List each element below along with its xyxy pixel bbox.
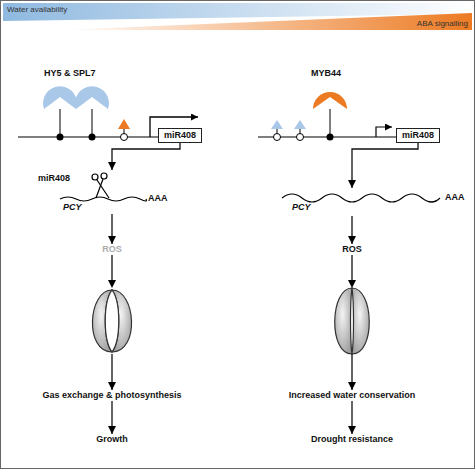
tf-triangle bbox=[271, 120, 283, 129]
mrna-strand bbox=[282, 194, 440, 202]
node-text: Drought resistance bbox=[292, 434, 412, 445]
tf-chevron bbox=[75, 86, 109, 109]
node-text: miR408 bbox=[38, 173, 70, 184]
node-text: Increased water conservation bbox=[262, 390, 442, 401]
flow-arrow bbox=[351, 255, 352, 390]
mrna-strand bbox=[60, 197, 146, 201]
outcome-box: Drought resistance bbox=[292, 434, 412, 445]
figure-label: Water availability bbox=[7, 4, 67, 15]
flow-arrow bbox=[111, 401, 112, 434]
gene-box: miR408 bbox=[396, 128, 440, 143]
tf-triangle bbox=[294, 120, 306, 129]
binding-stem bbox=[60, 109, 61, 137]
transcript: PCY AAA bbox=[278, 188, 468, 216]
ros-box: ROS bbox=[332, 244, 372, 255]
closed-stomata bbox=[335, 288, 370, 354]
flow-arrow bbox=[351, 401, 352, 434]
node-text: AAA bbox=[148, 193, 168, 204]
tf-chevron bbox=[313, 92, 347, 109]
figure-label: MYB44 bbox=[311, 68, 341, 79]
flow-arrow bbox=[112, 143, 180, 170]
binding-site bbox=[297, 134, 304, 141]
ros-box: ROS bbox=[92, 244, 132, 255]
flow-arrow bbox=[111, 255, 112, 390]
flow-arrow bbox=[351, 216, 352, 244]
promoter-line bbox=[18, 136, 158, 137]
outcome-box: Increased water conservation bbox=[262, 390, 442, 401]
figure-label: ABA signalling bbox=[417, 18, 468, 29]
arrow-head bbox=[108, 280, 116, 288]
arrow-head bbox=[348, 280, 356, 288]
binding-site bbox=[89, 134, 96, 141]
binding-stem bbox=[330, 109, 331, 137]
binding-site bbox=[121, 134, 128, 141]
node-text: PCY bbox=[292, 202, 311, 213]
binding-stem bbox=[92, 109, 93, 137]
node-text: miR408 bbox=[402, 130, 434, 141]
node-text: AAA bbox=[445, 192, 465, 203]
scissors-symbol bbox=[92, 173, 109, 198]
node-text: miR408 bbox=[164, 130, 196, 141]
open-stomata bbox=[92, 290, 131, 352]
node-text: PCY bbox=[63, 202, 82, 213]
flow-arrow bbox=[352, 143, 418, 188]
tf-chevron bbox=[43, 86, 77, 109]
tf-triangle bbox=[118, 119, 130, 129]
figure-label: HY5 & SPL7 bbox=[44, 68, 96, 79]
outcome-box: Growth bbox=[62, 434, 162, 445]
node-text: Gas exchange & photosynthesis bbox=[20, 390, 204, 401]
gene-box: miR408 bbox=[158, 128, 202, 143]
transcript: PCY AAA bbox=[55, 194, 173, 214]
node-text: Growth bbox=[62, 434, 162, 445]
binding-site bbox=[327, 134, 334, 141]
outcome-box: Gas exchange & photosynthesis bbox=[20, 390, 204, 401]
binding-site bbox=[57, 134, 64, 141]
aba-wedge bbox=[60, 13, 472, 30]
tss-arrow bbox=[376, 127, 392, 137]
flow-arrow bbox=[111, 214, 112, 244]
node-text: ROS bbox=[332, 244, 372, 255]
mirna-label: miR408 bbox=[36, 170, 156, 196]
node-text: ROS bbox=[92, 244, 132, 255]
binding-site bbox=[274, 134, 281, 141]
